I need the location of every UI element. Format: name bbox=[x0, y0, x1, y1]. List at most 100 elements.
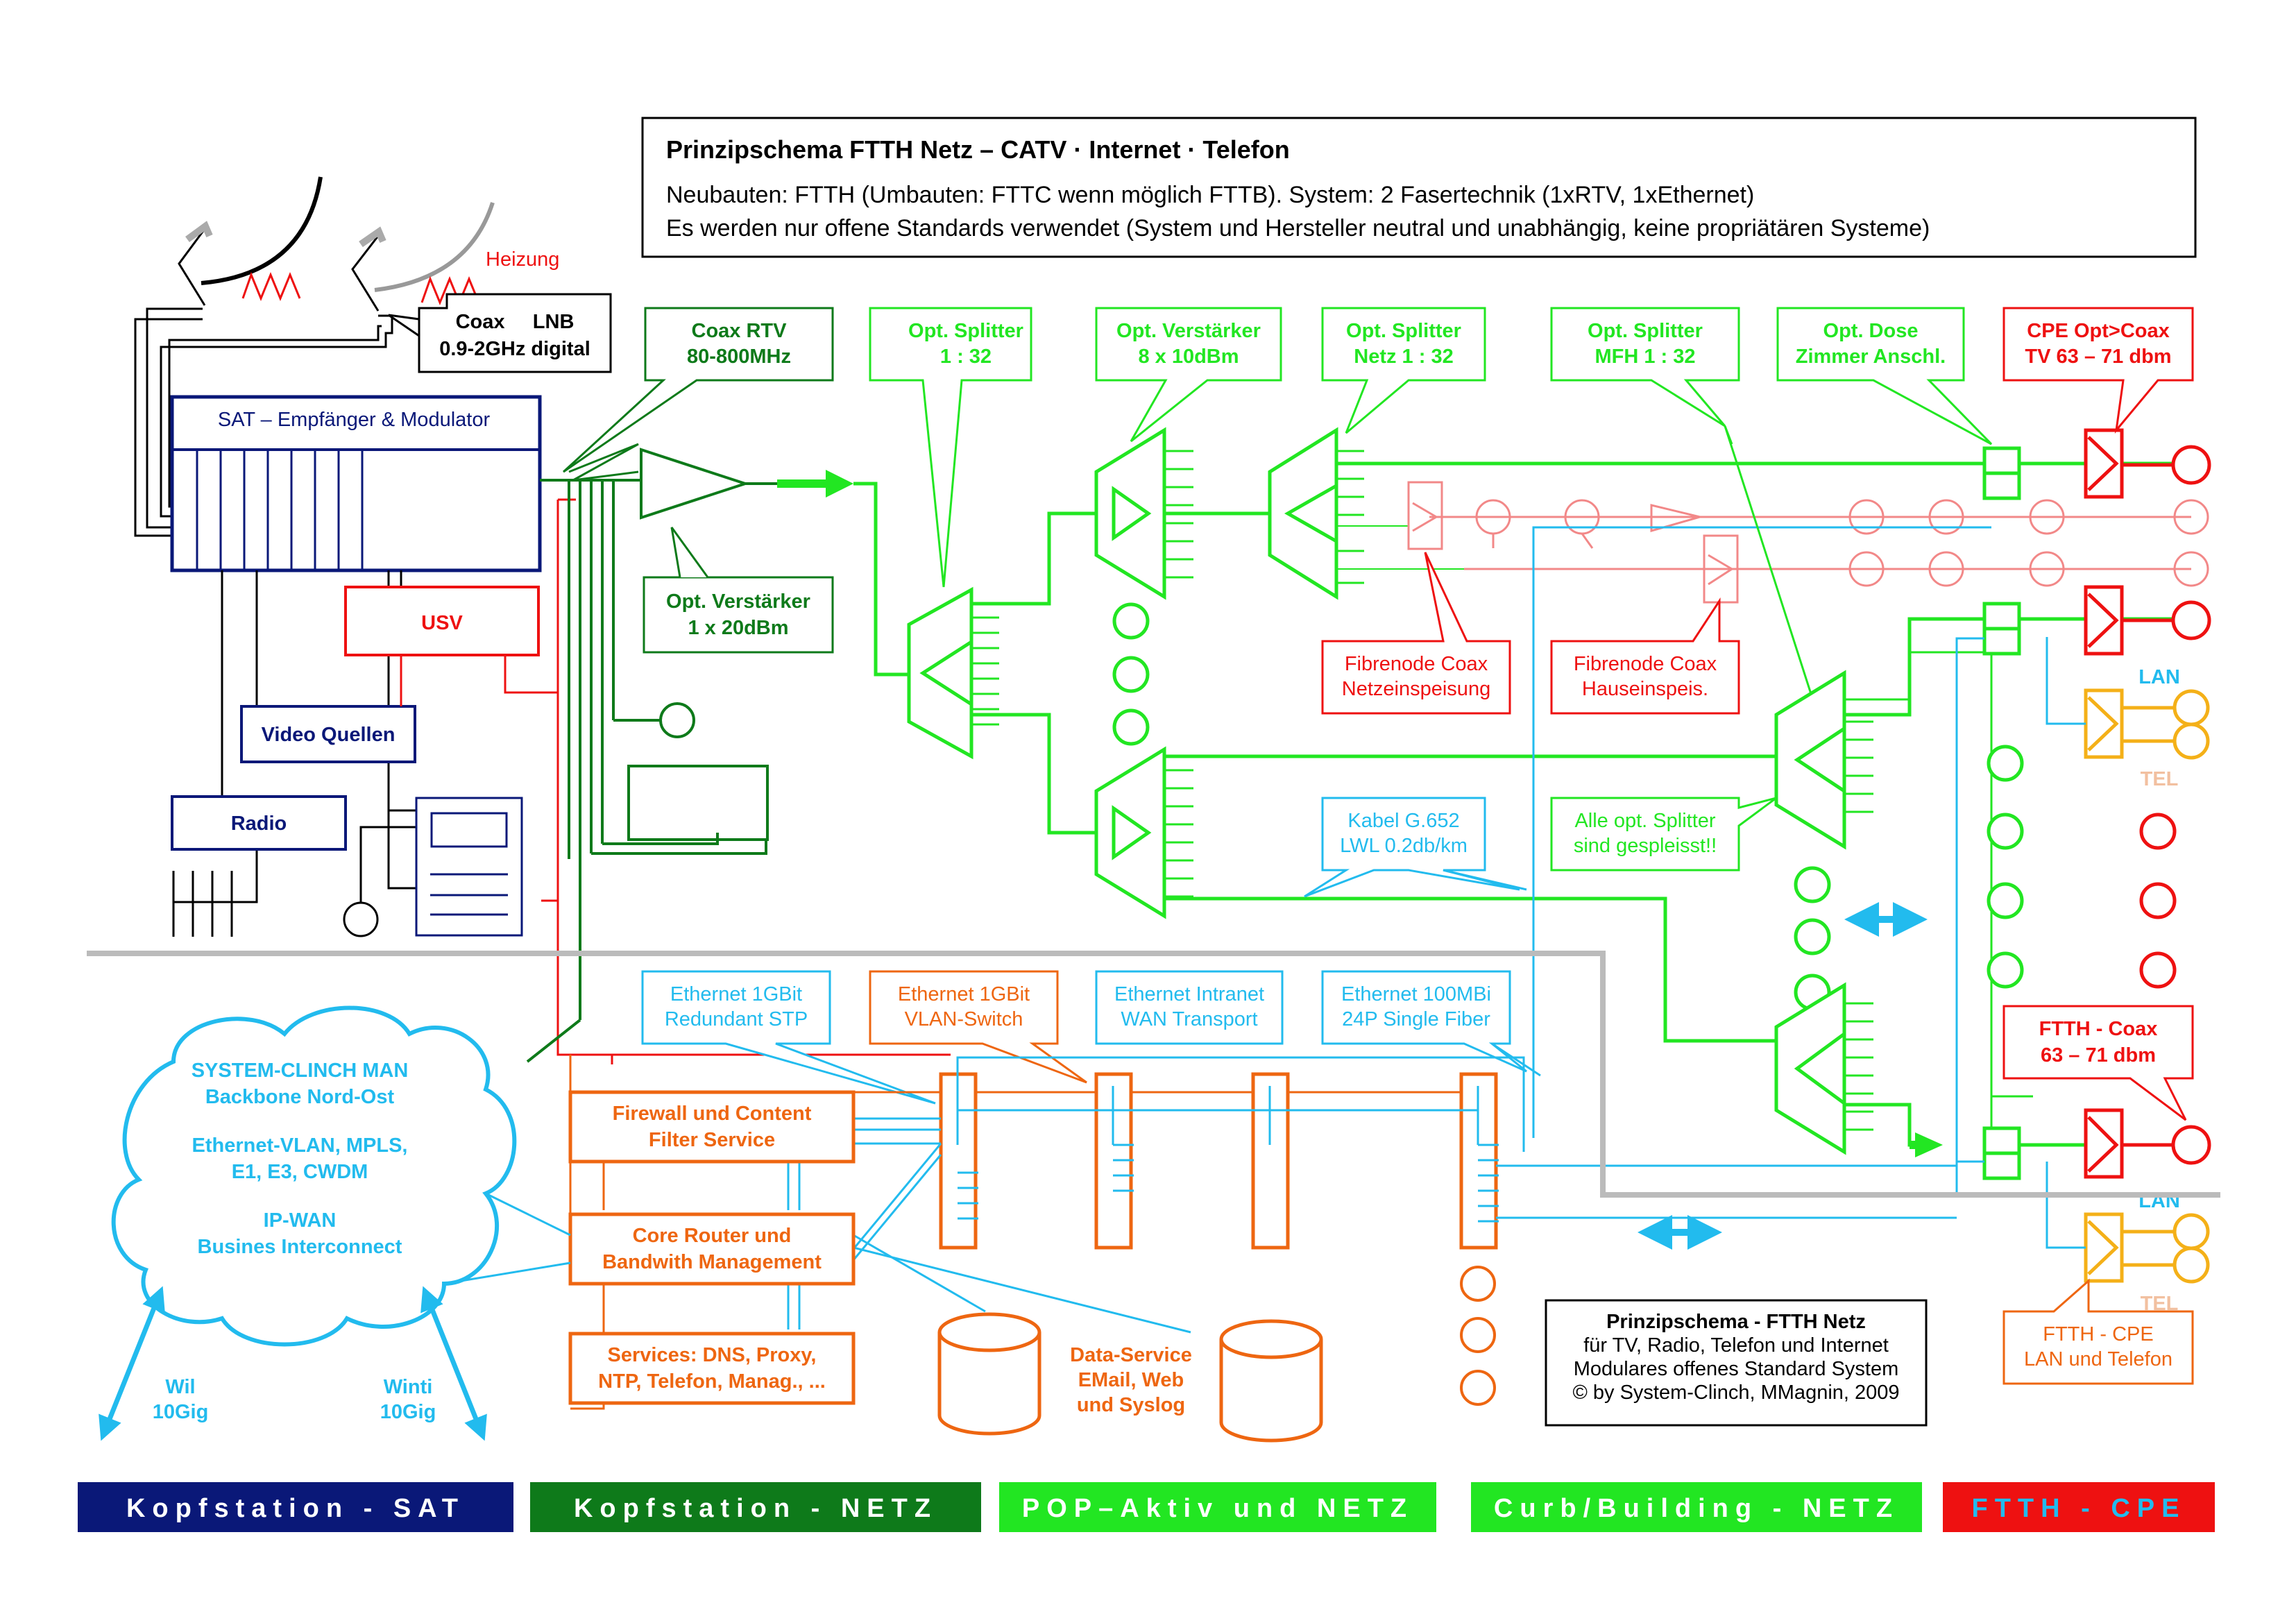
eth3-label-1: Ethernet Intranet bbox=[1114, 983, 1264, 1005]
amplifier-1x20: Opt. Verstärker 1 x 20dBm bbox=[640, 448, 853, 654]
info-line-1: für TV, Radio, Telefon und Internet bbox=[1583, 1334, 1889, 1357]
kabel-label-2: LWL 0.2db/km bbox=[1340, 835, 1468, 857]
heizung-label: Heizung bbox=[486, 248, 559, 271]
opt-dose-boxes bbox=[1982, 446, 2021, 1180]
router-box: Core Router und Bandwith Management bbox=[568, 1212, 856, 1286]
lan-label-upper: LAN bbox=[2138, 666, 2180, 688]
info-line-2: Modulares offenes Standard System bbox=[1574, 1358, 1899, 1380]
demarcation-line bbox=[87, 951, 2220, 1198]
amp8-label-1: Opt. Verstärker bbox=[1116, 320, 1261, 342]
headend-net bbox=[526, 479, 767, 1063]
man-cloud: SYSTEM-CLINCH MAN Backbone Nord-Ost Ethe… bbox=[111, 1005, 517, 1347]
callout-amp8: Opt. Verstärker 8 x 10dBm bbox=[1095, 307, 1282, 443]
video-box: Video Quellen bbox=[240, 705, 416, 763]
ftth-coax-label-2: 63 – 71 dbm bbox=[2041, 1044, 2156, 1067]
band-cpe bbox=[1943, 1482, 2215, 1532]
callout-ftth-cpe: FTTH - CPE LAN und Telefon bbox=[2002, 1278, 2194, 1385]
band-curb bbox=[1471, 1482, 1922, 1532]
monitor-symbol bbox=[627, 765, 769, 842]
splitter-mfh-lower bbox=[1774, 982, 1873, 1155]
test-port bbox=[659, 702, 695, 738]
coax-rtv-callout: Coax RTV 80-800MHz bbox=[562, 307, 834, 473]
services-label-2: NTP, Telefon, Manag., ... bbox=[598, 1370, 826, 1393]
eth4-label-1: Ethernet 100MBi bbox=[1341, 983, 1491, 1005]
opt-dose-label-2: Zimmer Anschl. bbox=[1796, 346, 1946, 368]
power-lines bbox=[400, 498, 951, 1064]
lnb-label-2: 0.9-2GHz digital bbox=[439, 338, 590, 360]
cloud-line-1: SYSTEM-CLINCH MAN bbox=[192, 1060, 409, 1082]
router-label-2: Bandwith Management bbox=[602, 1251, 822, 1273]
fibrenode1-label-1: Fibrenode Coax bbox=[1345, 653, 1488, 675]
lnb-label-1: Coax LNB bbox=[456, 311, 575, 333]
amp8-label-2: 8 x 10dBm bbox=[1138, 346, 1239, 368]
callout-splitter-netz: Opt. Splitter Netz 1 : 32 bbox=[1321, 307, 1486, 434]
router-label-1: Core Router und bbox=[633, 1225, 792, 1247]
eth1-label-1: Ethernet 1GBit bbox=[670, 983, 802, 1005]
splitter-pop bbox=[907, 586, 999, 760]
mic-symbol bbox=[343, 901, 379, 937]
data-service-label-1: Data-Service bbox=[1070, 1344, 1192, 1366]
splitter-netz-label-1: Opt. Splitter bbox=[1346, 320, 1461, 342]
splitter-netz-label-2: Netz 1 : 32 bbox=[1354, 346, 1453, 368]
band-curb-label: Curb/Building - NETZ bbox=[1494, 1494, 1899, 1523]
cpe-red-units bbox=[2084, 428, 2211, 1179]
info-title: Prinzipschema - FTTH Netz bbox=[1606, 1311, 1866, 1333]
tel-label-upper: TEL bbox=[2141, 768, 2179, 790]
winti-arrow bbox=[420, 1286, 487, 1441]
eth2-label-1: Ethernet 1GBit bbox=[898, 983, 1030, 1005]
amp1-label-2: 1 x 20dBm bbox=[688, 617, 788, 639]
wil-arrow bbox=[99, 1286, 165, 1441]
thin-fiber bbox=[1336, 525, 1707, 570]
services-box: Services: DNS, Proxy, NTP, Telefon, Mana… bbox=[568, 1332, 856, 1405]
band-pop bbox=[999, 1482, 1436, 1532]
winti-label-1: Winti bbox=[384, 1376, 433, 1398]
data-service-label-3: und Syslog bbox=[1077, 1394, 1185, 1416]
satellite-dishes bbox=[178, 176, 495, 312]
eth1-label-2: Redundant STP bbox=[665, 1008, 808, 1030]
databases bbox=[937, 1312, 1323, 1443]
services-label-1: Services: DNS, Proxy, bbox=[608, 1344, 817, 1366]
ftth-cpe-label-2: LAN und Telefon bbox=[2024, 1348, 2172, 1370]
cloud-line-6: Busines Interconnect bbox=[198, 1236, 402, 1258]
band-cpe-label: FTTH - CPE bbox=[1972, 1494, 2186, 1523]
ethernet-callouts: Ethernet 1GBit Redundant STP Ethernet 1G… bbox=[641, 970, 1541, 1105]
kabel-label-1: Kabel G.652 bbox=[1347, 810, 1459, 832]
lan-tel-units bbox=[2084, 688, 2210, 1284]
header-line1: Neubauten: FTTH (Umbauten: FTTC wenn mög… bbox=[666, 182, 1754, 208]
spleiss-label-2: sind gespleisst!! bbox=[1574, 835, 1717, 857]
header-title: Prinzipschema FTTH Netz – CATV · Interne… bbox=[666, 135, 1290, 164]
computer-symbol bbox=[415, 797, 523, 937]
radio-box: Radio bbox=[171, 795, 347, 851]
fibrenode1-label-2: Netzeinspeisung bbox=[1342, 678, 1490, 700]
band-netz bbox=[530, 1482, 981, 1532]
amplifier-8x10-upper bbox=[1094, 427, 1193, 600]
splitter-pop-label-2: 1 : 32 bbox=[940, 346, 992, 368]
fibrenode2-label-1: Fibrenode Coax bbox=[1574, 653, 1717, 675]
band-pop-label: POP–Aktiv und NETZ bbox=[1022, 1494, 1413, 1523]
fiber-drops bbox=[1844, 651, 2033, 1145]
firewall-box: Firewall und Content Filter Service bbox=[568, 1090, 856, 1164]
ftth-coax-label-1: FTTH - Coax bbox=[2039, 1018, 2158, 1040]
section-bands: Kopfstation - SAT Kopfstation - NETZ POP… bbox=[78, 1482, 2215, 1532]
dose-to-cpe bbox=[2019, 461, 2086, 1147]
info-line-3: © by System-Clinch, MMagnin, 2009 bbox=[1572, 1382, 1899, 1404]
splitter-netz bbox=[1268, 427, 1364, 600]
ftth-cpe-label-1: FTTH - CPE bbox=[2043, 1323, 2154, 1345]
splitter-pop-label-1: Opt. Splitter bbox=[908, 320, 1023, 342]
fiber-arrow bbox=[1915, 1132, 1943, 1157]
eth4-label-2: 24P Single Fiber bbox=[1342, 1008, 1490, 1030]
sat-receiver: SAT – Empfänger & Modulator bbox=[170, 395, 542, 572]
callout-opt-dose: Opt. Dose Zimmer Anschl. bbox=[1776, 307, 1993, 445]
firewall-label-1: Firewall und Content bbox=[613, 1103, 812, 1125]
cpe-label-2: TV 63 – 71 dbm bbox=[2025, 346, 2171, 368]
cloud-line-5: IP-WAN bbox=[264, 1209, 337, 1232]
winti-label-2: 10Gig bbox=[380, 1401, 436, 1423]
opt-dose-label-1: Opt. Dose bbox=[1823, 320, 1919, 342]
header-box: Prinzipschema FTTH Netz – CATV · Interne… bbox=[641, 117, 2197, 258]
callout-fibrenode-1: Fibrenode Coax Netzeinspeisung bbox=[1321, 552, 1511, 715]
cpe-label-1: CPE Opt>Coax bbox=[2027, 320, 2169, 342]
callout-splitter-mfh: Opt. Splitter MFH 1 : 32 bbox=[1550, 307, 1740, 445]
info-box: Prinzipschema - FTTH Netz für TV, Radio,… bbox=[1545, 1299, 1928, 1427]
splitter-mfh-upper bbox=[1774, 670, 1873, 850]
